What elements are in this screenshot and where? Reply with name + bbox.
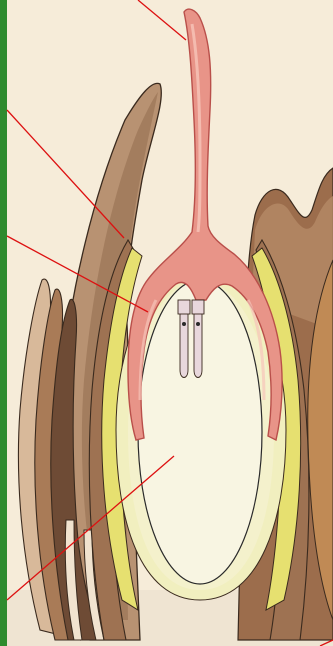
vessel-cap-right	[192, 300, 204, 314]
vessel-dot-left	[182, 322, 186, 326]
vessel-right	[194, 310, 202, 378]
vessel-cap-left	[178, 300, 190, 314]
vessel-left	[180, 310, 188, 378]
vessel-dot-right	[196, 322, 200, 326]
